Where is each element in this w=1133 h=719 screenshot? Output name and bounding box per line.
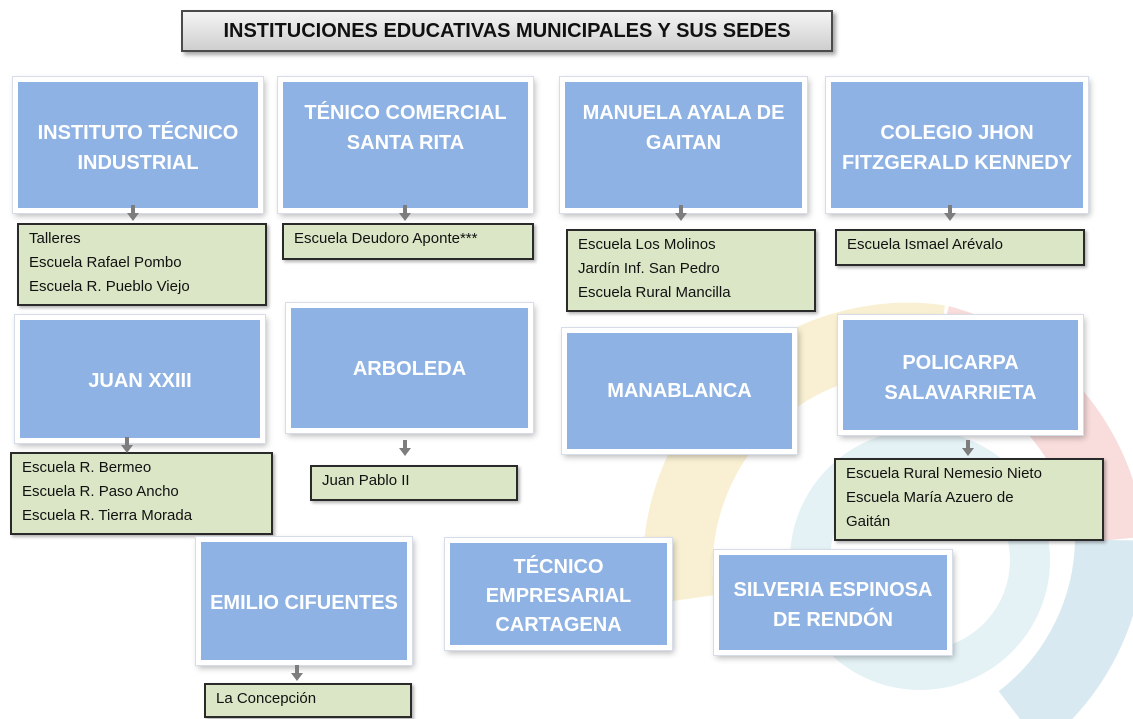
institution-name-line: ARBOLEDA [352,358,467,380]
institution-name-line: SILVERIA ESPINOSA [733,579,933,601]
sedes-box-instituto-tecnico-industrial: Talleres Escuela Rafael Pombo Escuela R.… [17,223,267,306]
down-arrow-icon [944,205,956,221]
institution-box-tenico-comercial-santa-rita: TÉNICO COMERCIAL SANTA RITA [278,77,533,213]
institution-name-line: SALAVARRIETA [884,382,1037,404]
institution-name-line: JUAN XXIII [88,370,192,392]
sedes-box-policarpa-salavarrieta: Escuela Rural Nemesio Nieto Escuela Marí… [834,458,1104,541]
sede-item: Escuela Deudoro Aponte*** [294,230,478,247]
institution-box-colegio-jhon-fitzgerald-kennedy: COLEGIO JHON FITZGERALD KENNEDY [826,77,1088,213]
institution-name-line: MANUELA AYALA DE [582,102,785,124]
institution-name-line: TÉCNICO [513,556,604,578]
institution-name-line: INDUSTRIAL [77,152,199,174]
sede-item: Juan Pablo II [322,472,410,489]
sedes-box-juan-xxiii: Escuela R. Bermeo Escuela R. Paso Ancho … [10,452,273,535]
sedes-box-tenico-comercial-santa-rita: Escuela Deudoro Aponte*** [282,223,534,260]
sede-item: Talleres [29,230,81,247]
down-arrow-icon [121,437,133,453]
institution-name-line: TÉNICO COMERCIAL [304,102,507,124]
institution-box-emilio-cifuentes: EMILIO CIFUENTES [196,537,412,665]
sede-item: Escuela Los Molinos [578,236,716,253]
sedes-box-emilio-cifuentes: La Concepción [204,683,412,718]
institution-name-line: INSTITUTO TÉCNICO [37,122,239,144]
institution-name-line: GAITAN [645,132,722,154]
institution-box-manablanca: MANABLANCA [562,328,797,454]
sedes-box-arboleda: Juan Pablo II [310,465,518,501]
institution-name-line: DE RENDÓN [772,609,893,631]
institution-name-line: POLICARPA [902,352,1019,374]
sede-item: Escuela R. Tierra Morada [22,507,193,524]
institution-name-line: FITZGERALD KENNEDY [842,152,1072,174]
sede-item: Escuela R. Paso Ancho [22,483,179,500]
sede-item: Escuela R. Pueblo Viejo [29,278,190,295]
institution-name-line: EMILIO CIFUENTES [210,592,398,614]
institution-box-instituto-tecnico-industrial: INSTITUTO TÉCNICO INDUSTRIAL [13,77,263,213]
institution-box-tecnico-empresarial-cartagena: TÉCNICO EMPRESARIAL CARTAGENA [445,538,672,650]
institution-name-line: EMPRESARIAL [485,585,632,607]
sedes-box-colegio-jhon-fitzgerald-kennedy: Escuela Ismael Arévalo [835,229,1085,266]
sede-item: Escuela Rafael Pombo [29,254,182,271]
sede-item: Gaitán [846,513,891,530]
institution-name-line: SANTA RITA [346,132,465,154]
institution-box-policarpa-salavarrieta: POLICARPA SALAVARRIETA [838,315,1083,435]
down-arrow-icon [127,205,139,221]
down-arrow-icon [399,205,411,221]
down-arrow-icon [399,440,411,456]
down-arrow-icon [675,205,687,221]
sede-item: Escuela Rural Nemesio Nieto [846,465,1042,482]
sede-item: La Concepción [216,690,317,707]
sede-item: Escuela María Azuero de [846,489,1014,506]
institution-box-silveria-espinosa-de-rendon: SILVERIA ESPINOSA DE RENDÓN [714,550,952,655]
down-arrow-icon [962,440,974,456]
institution-box-arboleda: ARBOLEDA [286,303,533,433]
institution-name-line: COLEGIO JHON [880,122,1034,144]
sede-item: Escuela R. Bermeo [22,459,152,476]
institution-name-line: MANABLANCA [607,380,752,402]
institution-name-line: CARTAGENA [495,614,622,636]
sede-item: Escuela Rural Mancilla [578,284,731,301]
institution-box-juan-xxiii: JUAN XXIII [15,315,265,443]
down-arrow-icon [291,665,303,681]
sedes-box-manuela-ayala-de-gaitan: Escuela Los Molinos Jardín Inf. San Pedr… [566,229,816,312]
diagram-title: INSTITUCIONES EDUCATIVAS MUNICIPALES Y S… [181,10,833,52]
institution-box-manuela-ayala-de-gaitan: MANUELA AYALA DE GAITAN [560,77,807,213]
sede-item: Escuela Ismael Arévalo [847,236,1003,253]
sede-item: Jardín Inf. San Pedro [578,260,720,277]
